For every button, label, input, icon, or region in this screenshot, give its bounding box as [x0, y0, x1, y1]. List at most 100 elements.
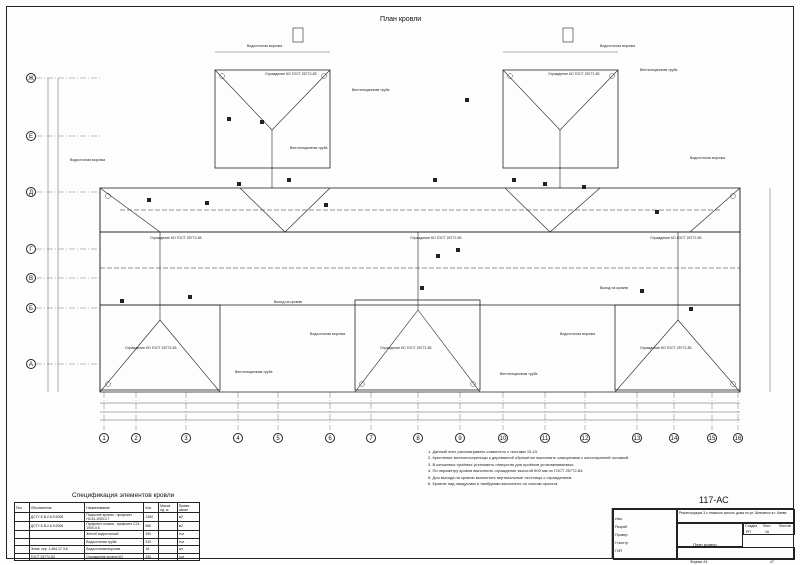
callout-fence: Ограждение КО ГОСТ 25772-83: [265, 72, 317, 76]
cell: шт: [176, 545, 201, 554]
stage-box: [743, 523, 795, 535]
cell: 660: [143, 521, 160, 531]
spec-header: Кол.: [143, 502, 160, 513]
axis-bubble-bottom: 9: [455, 433, 465, 443]
axis-bubble-bottom: 1: [99, 433, 109, 443]
note-line: 5. Для выхода на кровлю выполнить вертик…: [428, 474, 573, 480]
axis-bubble-bottom: 11: [540, 433, 550, 443]
cell: 16: [143, 545, 160, 554]
organization-box: [677, 547, 795, 560]
axis-bubble-bottom: 12: [580, 433, 590, 443]
stamp-row-label: Провер.: [615, 533, 629, 537]
cell: Водосточная труба: [84, 537, 145, 547]
callout-fence: Ограждение КО ГОСТ 25772-83: [650, 236, 702, 240]
cell: [28, 537, 86, 547]
axis-bubble-left: Б: [26, 303, 36, 313]
cell: [158, 512, 178, 522]
cell: 290: [143, 552, 160, 562]
axis-bubble-bottom: 6: [325, 433, 335, 443]
cell: 310: [143, 537, 160, 547]
sheet-number: 16: [765, 530, 769, 534]
spec-header: Приме-чание: [176, 502, 201, 513]
axis-bubble-bottom: 4: [233, 433, 243, 443]
signature-grid: [613, 509, 677, 560]
cell: [158, 530, 178, 539]
note-line: 4. По периметру кровли выполнить огражде…: [428, 468, 584, 474]
axis-bubble-left: Д: [26, 187, 36, 197]
cell: п.м: [176, 537, 201, 547]
callout-drain: Водосточная воронка: [247, 44, 283, 48]
project-name: Реконструкция 3-х этажного жилого дома п…: [679, 511, 787, 515]
axis-bubble-bottom: 2: [131, 433, 141, 443]
cell: ДСТУ Б В.2.6-9:2008: [28, 512, 86, 522]
axis-bubble-left: А: [26, 359, 36, 369]
callout-fence: Ограждение КО ГОСТ 25772-83: [125, 346, 177, 350]
callout-drain: Водосточная воронка: [560, 332, 596, 336]
spec-table: Поз. Обозначение Наименование Кол. Масса…: [14, 502, 201, 562]
sheet-name: План кровли: [693, 542, 717, 547]
cell: Ограждение кровли КО: [84, 552, 145, 562]
stage-label: Стадия: [745, 524, 758, 528]
note-line: 1. Данный лист рассматривать совместно с…: [428, 449, 539, 454]
axis-bubble-left: Ж: [26, 73, 36, 83]
callout-drain: Водосточная воронка: [690, 156, 726, 160]
note-line: 3. В конькевых проёмах установить отверс…: [428, 461, 575, 467]
cell: [14, 552, 30, 562]
project-name-box: [677, 509, 795, 523]
sheet-border: [6, 6, 794, 559]
cell: [158, 545, 178, 554]
callout-pipe: Вентиляционная труба: [500, 372, 538, 376]
cell: ДСТУ Б В.2.6-9:2008: [28, 521, 86, 531]
axis-bubble-left: Е: [26, 131, 36, 141]
cell: Водосточная воронка: [84, 545, 145, 554]
axis-bubble-bottom: 8: [413, 433, 423, 443]
callout-drain: Водосточная воронка: [70, 158, 106, 162]
callout-pipe: Вентиляционная труба: [352, 88, 390, 92]
plan-title: План кровли: [380, 16, 422, 23]
note-line: 6. Кровлю над пандусами и тамбурами выпо…: [428, 481, 559, 487]
project-code: 117-АС: [699, 495, 729, 505]
cell: Элем. сер. 1.464-17 3.6: [28, 545, 86, 554]
spec-header: Поз.: [14, 502, 30, 513]
cell: [158, 552, 178, 562]
note-line: 2. Крепление металлочерепицы к деревянно…: [428, 455, 630, 461]
callout-fence: Ограждение КО ГОСТ 25772-83: [410, 236, 462, 240]
stamp-row-label: Разраб.: [615, 525, 628, 529]
cell: 290: [143, 530, 160, 539]
sheets-label: Листов: [779, 524, 791, 528]
callout-fence: Ограждение КО ГОСТ 25772-83: [150, 236, 202, 240]
cell: п.м: [176, 552, 201, 562]
cell: [158, 537, 178, 547]
stamp-row-label: ГИП: [615, 549, 623, 553]
callout-pipe: Вентиляционная труба: [640, 68, 678, 72]
callout-fence: Ограждение КО ГОСТ 25772-83: [380, 346, 432, 350]
axis-bubble-bottom: 5: [273, 433, 283, 443]
spec-header: Масса ед. кг: [158, 502, 178, 513]
cell: Профлист конька - профлист С21-1000-0.6: [84, 521, 145, 531]
stamp-row-label: Изм.: [615, 517, 623, 521]
cell: [14, 530, 30, 539]
cell: [14, 521, 30, 531]
axis-bubble-bottom: 13: [632, 433, 642, 443]
callout-pipe: Вентиляционная труба: [235, 370, 273, 374]
spec-header: Наименование: [84, 502, 145, 513]
axis-bubble-bottom: 7: [366, 433, 376, 443]
cell: Покрытие кровли - профлист НС44-1000-0.7: [84, 512, 145, 522]
title-block: 117-АС Изм. Разраб. Провер. Н.контр. ГИП…: [612, 495, 795, 560]
callout-fence: Ограждение КО ГОСТ 25772-83: [640, 346, 692, 350]
cell: [14, 545, 30, 554]
callout-exit: Выход на кровлю: [600, 286, 629, 290]
axis-bubble-bottom: 15: [707, 433, 717, 443]
cell: п.м: [176, 530, 201, 539]
callout-exit: Выход на кровлю: [274, 300, 303, 304]
callout-drain: Водосточная воронка: [600, 44, 636, 48]
sheet-name-box: [677, 523, 743, 547]
callout-fence: Ограждение КО ГОСТ 25772-83: [548, 72, 600, 76]
